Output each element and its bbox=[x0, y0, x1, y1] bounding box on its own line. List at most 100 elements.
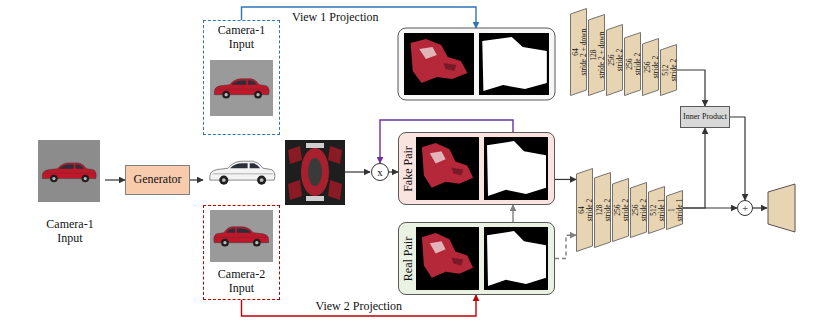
conv-layer: 256stride 2 bbox=[630, 182, 647, 238]
node-label: Camera-1 Input bbox=[35, 218, 105, 246]
layer-label-group: 512stride 2 bbox=[661, 59, 676, 81]
layer-label-group: 128stride 2 bbox=[595, 199, 610, 221]
input-image bbox=[42, 163, 96, 182]
mesh-image bbox=[210, 161, 275, 184]
output-layer bbox=[768, 184, 795, 232]
operator-symbol: + bbox=[742, 202, 748, 215]
layer-label: stride 2 bbox=[603, 199, 611, 221]
wire bbox=[190, 7, 767, 208]
layer-shape bbox=[577, 169, 593, 252]
input-image bbox=[210, 60, 273, 116]
layer-label: stride 2 bbox=[651, 56, 659, 78]
texture-map bbox=[301, 148, 329, 196]
conv-layer: 64stride 2 bbox=[576, 168, 593, 252]
mesh-image bbox=[210, 161, 275, 184]
layer-label: stride 2 + down bbox=[597, 32, 605, 79]
connector-arrow bbox=[683, 128, 705, 208]
layer-shape bbox=[667, 191, 683, 230]
connector-arrow bbox=[555, 235, 576, 258]
layer-label-group: 256stride 2 bbox=[613, 199, 628, 221]
connector-arrow bbox=[105, 179, 125, 180]
layer-label: 256 bbox=[607, 49, 615, 71]
layer-label: 512 bbox=[649, 199, 657, 221]
pair-image bbox=[416, 227, 548, 290]
layer-label: stride 2 bbox=[615, 49, 623, 71]
layer-shape bbox=[589, 15, 605, 96]
pair-image bbox=[484, 227, 548, 290]
sum-circle: + bbox=[737, 200, 753, 216]
layer-label: 256 bbox=[643, 56, 651, 78]
layer-label: 64 bbox=[577, 199, 585, 221]
generator-box: Generator bbox=[125, 165, 190, 195]
connector-arrow bbox=[242, 295, 477, 316]
conv-layer: 128stride 2 bbox=[594, 172, 611, 248]
layer-label: stride 1 bbox=[657, 199, 665, 221]
conv-layer: 256stride 2 bbox=[612, 178, 629, 242]
layer-shape bbox=[631, 183, 647, 238]
input-image bbox=[38, 140, 100, 202]
input-image-box: Camera-1 Input bbox=[35, 138, 105, 248]
connector-arrow bbox=[730, 117, 745, 200]
input-image bbox=[210, 60, 273, 116]
layer-label-group: 512stride 1 bbox=[649, 199, 664, 221]
input-image bbox=[210, 210, 273, 262]
layer-label-group: 64stride 2 + down bbox=[571, 29, 586, 76]
layer-label-group: 256stride 2 bbox=[643, 56, 658, 78]
texture-map bbox=[285, 140, 345, 205]
conv-layer: 256stride 2 bbox=[606, 24, 623, 96]
texture-map bbox=[328, 180, 342, 200]
layer-label: 256 bbox=[613, 199, 621, 221]
texture-map bbox=[328, 146, 342, 164]
input-image bbox=[38, 140, 100, 202]
connector-arrow bbox=[555, 179, 576, 180]
connector-arrow bbox=[380, 120, 513, 163]
pair-image bbox=[416, 227, 479, 290]
panel-fill bbox=[398, 132, 555, 205]
connector-arrow bbox=[512, 205, 513, 222]
conv-layer: 128stride 2 + down bbox=[588, 14, 605, 96]
layer-label-group: 256stride 2 bbox=[625, 53, 640, 75]
layer-shape bbox=[595, 173, 611, 248]
conv-layer: 256stride 2 bbox=[624, 32, 641, 96]
view-panel bbox=[398, 28, 555, 100]
texture-map bbox=[285, 140, 345, 205]
input-image bbox=[214, 227, 269, 247]
conv-layer: 256stride 2 bbox=[642, 38, 659, 96]
layer-label: 128 bbox=[589, 32, 597, 79]
texture-map bbox=[306, 143, 324, 148]
conv-layer: 512stride 1 bbox=[648, 186, 665, 234]
panel-title: Fake Pair bbox=[402, 146, 414, 192]
layer-shape bbox=[613, 179, 629, 242]
connector-arrow bbox=[389, 171, 398, 172]
layer-label: 256 bbox=[631, 199, 639, 221]
layer-label: 64 bbox=[571, 29, 579, 76]
node-label: Camera-2 Input bbox=[206, 268, 277, 296]
layer-label-group: 256stride 2 bbox=[631, 199, 646, 221]
conv-layer: 512stride 2 bbox=[660, 44, 677, 96]
output-layer bbox=[768, 184, 795, 232]
texture-map bbox=[288, 180, 302, 200]
layer-shape bbox=[643, 39, 659, 96]
camera-view-box: Camera-2 Input bbox=[203, 205, 280, 300]
layer-label-group: 64stride 2 bbox=[577, 199, 592, 221]
layer-label: 1 bbox=[667, 199, 675, 221]
panel-title: Real Pair bbox=[402, 236, 414, 280]
layer-label: stride 2 bbox=[585, 199, 593, 221]
input-image bbox=[210, 210, 273, 262]
layer-label: stride 2 bbox=[621, 199, 629, 221]
node-label: Camera-1 Input bbox=[206, 24, 277, 52]
node-label: Generator bbox=[134, 173, 182, 187]
inner-product-box: Inner Product bbox=[680, 106, 730, 128]
layer-shape bbox=[571, 9, 587, 96]
layer-shape bbox=[649, 187, 665, 234]
connector-arrow bbox=[677, 70, 705, 106]
wire bbox=[345, 171, 370, 172]
conv-layer: 64stride 2 + down bbox=[570, 8, 587, 96]
view-panel bbox=[404, 33, 474, 95]
wire bbox=[190, 179, 203, 180]
layer-shape bbox=[607, 25, 623, 96]
layer-shape bbox=[625, 33, 641, 96]
